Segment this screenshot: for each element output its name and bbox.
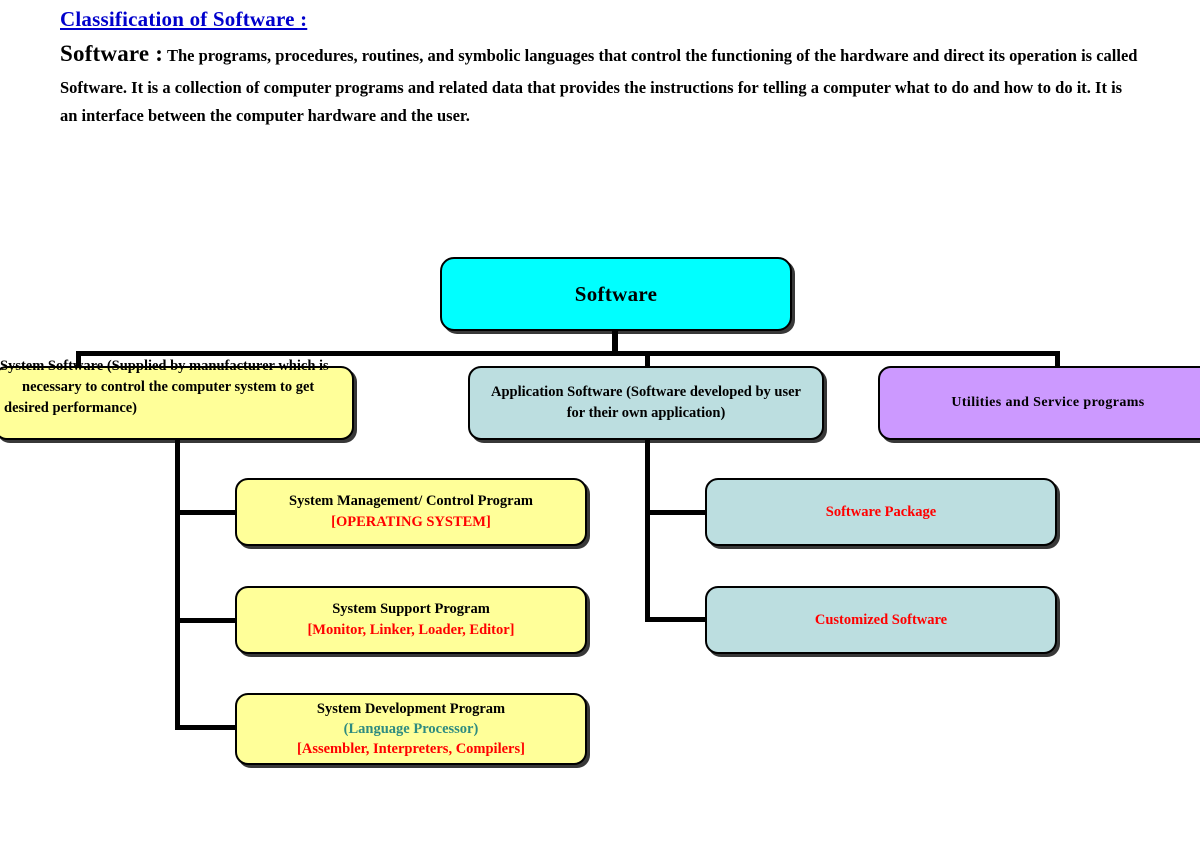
node-application-software-line2: for their own application) [566, 405, 726, 421]
definition-term: Software : [60, 41, 164, 67]
node-system-software[interactable]: System Software (Supplied by manufacture… [0, 358, 354, 440]
connector-application-stub-1 [645, 510, 707, 515]
definition-body: The programs, procedures, routines, and … [60, 46, 1138, 126]
connector-level2-bus [76, 351, 1060, 356]
node-system-development-bracket: [Assembler, Interpreters, Compilers] [297, 741, 525, 757]
node-software-root-label: Software [574, 281, 658, 306]
page-title: Classification of Software : [60, 7, 308, 31]
node-system-support-bracket: [Monitor, Linker, Loader, Editor] [307, 622, 515, 638]
connector-drop-application-software [645, 351, 650, 371]
connector-drop-system-software [76, 351, 81, 371]
node-software-root[interactable]: Software [440, 257, 792, 331]
node-software-package-label: Software Package [825, 503, 937, 520]
node-application-software[interactable]: Application Software (Software developed… [468, 366, 824, 440]
node-system-management-control-program[interactable]: System Management/ Control Program [OPER… [235, 478, 587, 546]
connector-application-stub-2 [645, 617, 707, 622]
node-system-development-title: System Development Program [316, 701, 506, 717]
node-system-development-program[interactable]: System Development Program (Language Pro… [235, 693, 587, 765]
connector-system-spine [175, 440, 180, 730]
node-system-management-bracket: [OPERATING SYSTEM] [331, 514, 491, 530]
node-system-software-line2: necessary to control the computer system… [22, 379, 315, 396]
connector-system-stub-1 [175, 510, 237, 515]
node-system-software-line1: System Software (Supplied by manufacture… [0, 358, 329, 374]
connector-application-spine [645, 440, 650, 622]
connector-drop-utilities [1055, 351, 1060, 371]
node-system-development-subtitle: (Language Processor) [343, 721, 479, 737]
node-system-support-program[interactable]: System Support Program [Monitor, Linker,… [235, 586, 587, 654]
node-software-package[interactable]: Software Package [705, 478, 1057, 546]
node-system-management-title: System Management/ Control Program [289, 493, 533, 510]
node-utilities-and-service-programs[interactable]: Utilities and Service programs [878, 366, 1200, 440]
connector-system-stub-2 [175, 618, 237, 623]
node-system-software-line3: desired performance) [4, 400, 138, 417]
document-header: Classification of Software : Software : … [60, 6, 1140, 131]
node-customized-software[interactable]: Customized Software [705, 586, 1057, 654]
node-system-support-title: System Support Program [332, 601, 490, 618]
node-application-software-line1: Application Software (Software developed… [491, 383, 801, 400]
connector-system-stub-3 [175, 725, 237, 730]
node-utilities-label: Utilities and Service programs [951, 395, 1145, 410]
node-customized-software-label: Customized Software [814, 611, 948, 628]
connector-root-stem [612, 331, 618, 355]
definition-paragraph: Software : The programs, procedures, rou… [60, 34, 1140, 130]
